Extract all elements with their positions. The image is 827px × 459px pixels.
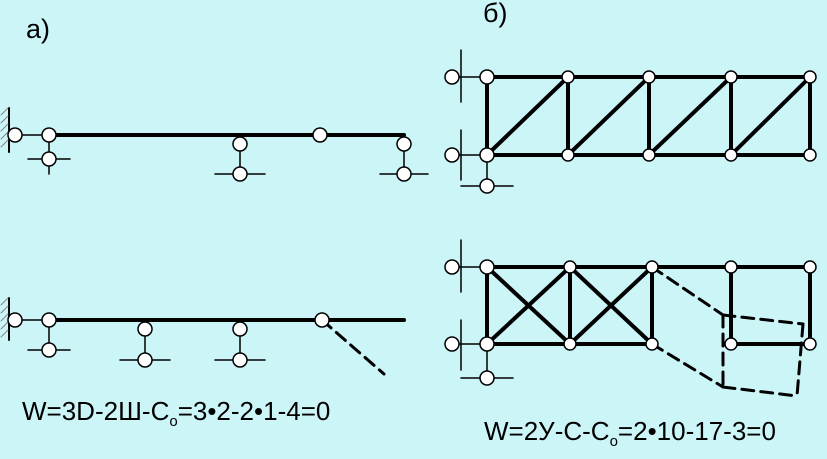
node <box>724 70 738 84</box>
hinge <box>444 336 460 352</box>
hinge <box>444 259 460 275</box>
beam-a-bottom <box>0 297 406 376</box>
formula-a-post: =3•2-2•1-4=0 <box>177 396 331 426</box>
hinge <box>137 352 153 368</box>
diagonal-member <box>566 75 651 157</box>
hinge <box>312 127 328 143</box>
node <box>645 337 659 351</box>
diagonal-member <box>485 75 570 157</box>
hinge <box>479 178 495 194</box>
truss-b-top <box>444 49 817 194</box>
wall-hatch-a-top <box>0 107 9 148</box>
formula-a: W=3D-2Ш-Со=3•2-2•1-4=0 <box>22 396 331 430</box>
node <box>724 337 738 351</box>
cross-diagonal <box>568 265 654 346</box>
formula-b-sub: о <box>609 433 618 450</box>
node <box>642 148 656 162</box>
hinge <box>137 321 153 337</box>
beam-a-top <box>0 107 429 182</box>
node <box>645 260 659 274</box>
formula-b-pre: W=2У-С-С <box>484 416 610 446</box>
hinge <box>232 136 248 152</box>
formula-a-sub: о <box>169 413 178 430</box>
hinge <box>444 147 460 163</box>
node <box>803 70 817 84</box>
node <box>803 148 817 162</box>
node <box>563 337 577 351</box>
node <box>803 260 817 274</box>
hinge <box>41 151 57 167</box>
mechanism-dashed-members <box>650 265 805 398</box>
hinge <box>396 136 412 152</box>
node <box>642 70 656 84</box>
mechanism-dashed-line <box>320 318 386 376</box>
formula-a-pre: W=3D-2Ш-С <box>22 396 170 426</box>
node <box>724 260 738 274</box>
node <box>724 148 738 162</box>
hinge <box>7 312 23 328</box>
label-part-b: б) <box>483 0 508 28</box>
hinge <box>479 69 495 85</box>
hinge <box>7 127 23 143</box>
hinge <box>479 147 495 163</box>
node <box>561 148 575 162</box>
formula-b-post: =2•10-17-3=0 <box>617 416 776 446</box>
node <box>561 70 575 84</box>
hinge <box>479 259 495 275</box>
hinge <box>479 336 495 352</box>
label-part-a: а) <box>26 14 51 44</box>
hinge <box>232 166 248 182</box>
hinge <box>314 312 330 328</box>
node <box>803 337 817 351</box>
hinge <box>41 312 57 328</box>
wall-hatch-a-bottom <box>0 297 9 338</box>
cross-diagonal <box>485 265 572 346</box>
diagonal-member <box>647 75 733 157</box>
node <box>563 260 577 274</box>
formula-b: W=2У-С-Со=2•10-17-3=0 <box>484 416 776 450</box>
hinge <box>232 352 248 368</box>
hinge <box>41 127 57 143</box>
hinge <box>232 321 248 337</box>
hinge <box>41 342 57 358</box>
hinge <box>396 166 412 182</box>
truss-b-bottom <box>444 239 817 398</box>
hinge <box>479 370 495 386</box>
hinge <box>444 69 460 85</box>
diagonal-member <box>729 75 812 157</box>
